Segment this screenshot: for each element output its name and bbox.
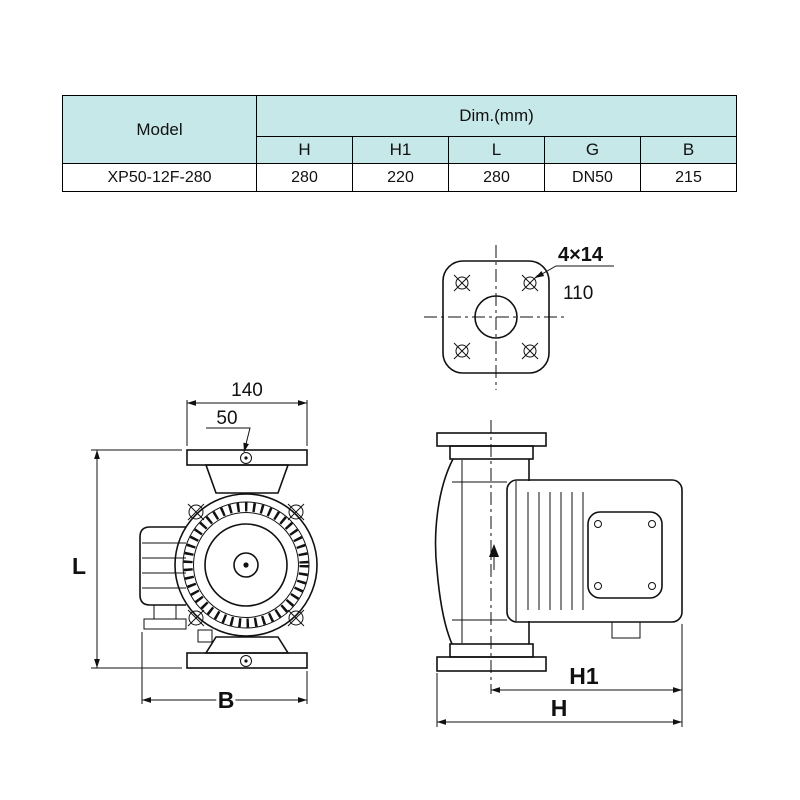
- bottom-neck: [204, 636, 290, 654]
- flange-bolt-hole: [453, 342, 471, 360]
- dimension-140-label: 140: [231, 380, 263, 401]
- flow-arrow-icon: [489, 544, 499, 570]
- dimension-L-label: L: [72, 553, 86, 579]
- terminal-box: [611, 621, 641, 639]
- motor-side: [506, 479, 683, 639]
- pump-front-view: 140 50 L B: [69, 380, 318, 716]
- bottom-flange-bolt: [240, 655, 252, 667]
- dimension-H1-label: H1: [569, 663, 599, 689]
- dimension-50: 50: [206, 408, 251, 453]
- table-row: XP50-12F-280 280 220 280 DN50 215: [62, 163, 737, 192]
- flange-bore: [474, 295, 518, 339]
- top-neck: [204, 464, 290, 494]
- flange-bolt-hole: [521, 342, 539, 360]
- value-h1: 220: [352, 163, 449, 192]
- value-g: DN50: [544, 163, 641, 192]
- motor-end-cover: [587, 511, 663, 599]
- volute: [174, 493, 318, 643]
- casing-bolt: [187, 609, 205, 627]
- side-casing: [434, 458, 530, 645]
- dimension-L: L: [69, 449, 182, 669]
- dimension-H: H: [436, 673, 682, 727]
- model-cell: XP50-12F-280: [62, 163, 257, 192]
- col-header-h1: H1: [352, 136, 449, 164]
- dimension-H1: H1: [491, 624, 683, 727]
- col-header-g: G: [544, 136, 641, 164]
- top-flange-bolt: [240, 452, 252, 464]
- dimension-B: B: [141, 632, 308, 716]
- value-b: 215: [640, 163, 737, 192]
- dimension-140: 140: [186, 380, 308, 446]
- flange-leader-line: [534, 265, 614, 279]
- model-header-cell: Model: [62, 95, 257, 164]
- flange-pcd-label: 110: [563, 283, 593, 304]
- flange-top-view: 4×14 110: [424, 244, 614, 390]
- pump-side-view: H1 H: [434, 420, 683, 727]
- casing-bolt: [187, 503, 205, 521]
- flange-holes-label: 4×14: [558, 244, 604, 266]
- value-h: 280: [256, 163, 353, 192]
- value-l: 280: [448, 163, 545, 192]
- dimension-50-label: 50: [216, 408, 237, 429]
- dimension-table: Model Dim.(mm) H H1 L G B XP50-12F-280 2…: [62, 95, 737, 192]
- dim-header-cell: Dim.(mm): [256, 95, 737, 137]
- flange-bolt-hole: [453, 274, 471, 292]
- side-bottom-flange: [436, 656, 547, 672]
- bottom-flange: [186, 652, 308, 669]
- flange-outline: [442, 260, 550, 374]
- col-header-b: B: [640, 136, 737, 164]
- side-top-flange-step: [449, 445, 534, 460]
- casing-bolt: [287, 609, 305, 627]
- col-header-l: L: [448, 136, 545, 164]
- casing-bolt: [287, 503, 305, 521]
- dimension-B-label: B: [218, 687, 235, 713]
- col-header-h: H: [256, 136, 353, 164]
- dimension-H-label: H: [551, 695, 568, 721]
